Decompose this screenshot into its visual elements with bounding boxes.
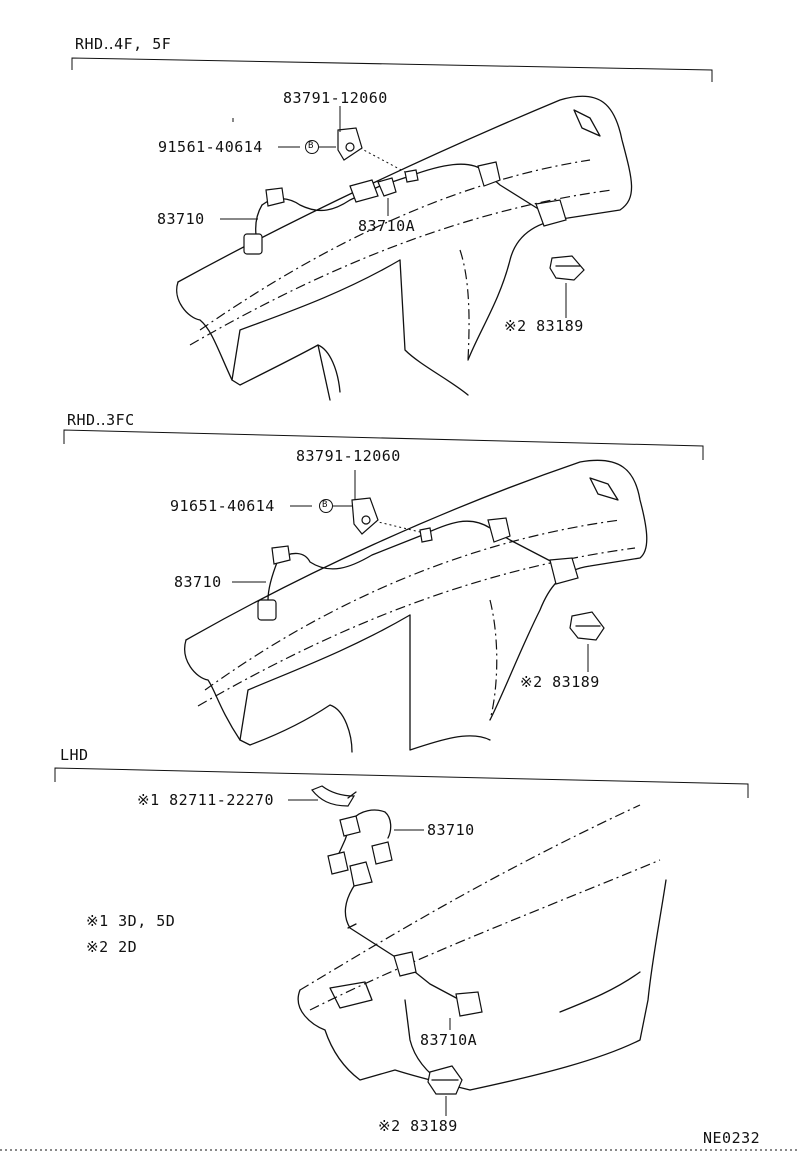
section-2-title: RHD‥3FC <box>67 411 135 429</box>
note-1: ※1 3D, 5D <box>86 912 176 930</box>
section-2-dashboard <box>184 459 648 753</box>
section-3-cable-part-number: 83710 <box>427 821 475 839</box>
section-1-grommet-part-number: ※2 83189 <box>504 317 584 335</box>
section-3-clamp-part-number: ※1 82711-22270 <box>137 791 274 809</box>
section-2-bracket-part-number: 83791-12060 <box>296 447 401 465</box>
section-3-leaders <box>288 799 451 1116</box>
section-3-frame <box>54 767 749 798</box>
section-3-grommet-part-number: ※2 83189 <box>378 1117 458 1135</box>
section-2-cable <box>257 497 605 641</box>
section-2-drawing <box>63 429 704 753</box>
section-3-title: LHD <box>60 746 89 764</box>
section-1-bolt-part-number: 91561-40614 <box>158 138 263 156</box>
section-2-bolt-part-number: 91651-40614 <box>170 497 275 515</box>
section-2-bolt-marker: B <box>322 500 328 510</box>
section-1-title: RHD‥4F, 5F <box>75 35 172 53</box>
section-1-cable-a-part-number: 83710A <box>358 217 416 235</box>
section-1-dashboard <box>176 95 633 401</box>
section-1-bracket-part-number: 83791-12060 <box>283 89 388 107</box>
section-3-cable-a-part-number: 83710A <box>420 1031 478 1049</box>
figure-code: NE0232 <box>703 1129 761 1147</box>
section-3-dashboard <box>297 804 667 1091</box>
section-2-frame <box>63 429 704 460</box>
section-3-cable <box>311 785 483 1095</box>
section-1-bolt-marker: B <box>308 141 314 151</box>
section-1-frame <box>71 57 713 82</box>
section-3-drawing <box>54 767 749 1116</box>
section-1-cable-part-number: 83710 <box>157 210 205 228</box>
section-2-grommet-part-number: ※2 83189 <box>520 673 600 691</box>
section-2-leaders <box>232 470 589 672</box>
section-2-cable-part-number: 83710 <box>174 573 222 591</box>
section-1-cable <box>243 127 585 281</box>
section-1-drawing <box>71 57 713 401</box>
section-1-leaders <box>220 106 567 318</box>
note-2: ※2 2D <box>86 938 138 956</box>
